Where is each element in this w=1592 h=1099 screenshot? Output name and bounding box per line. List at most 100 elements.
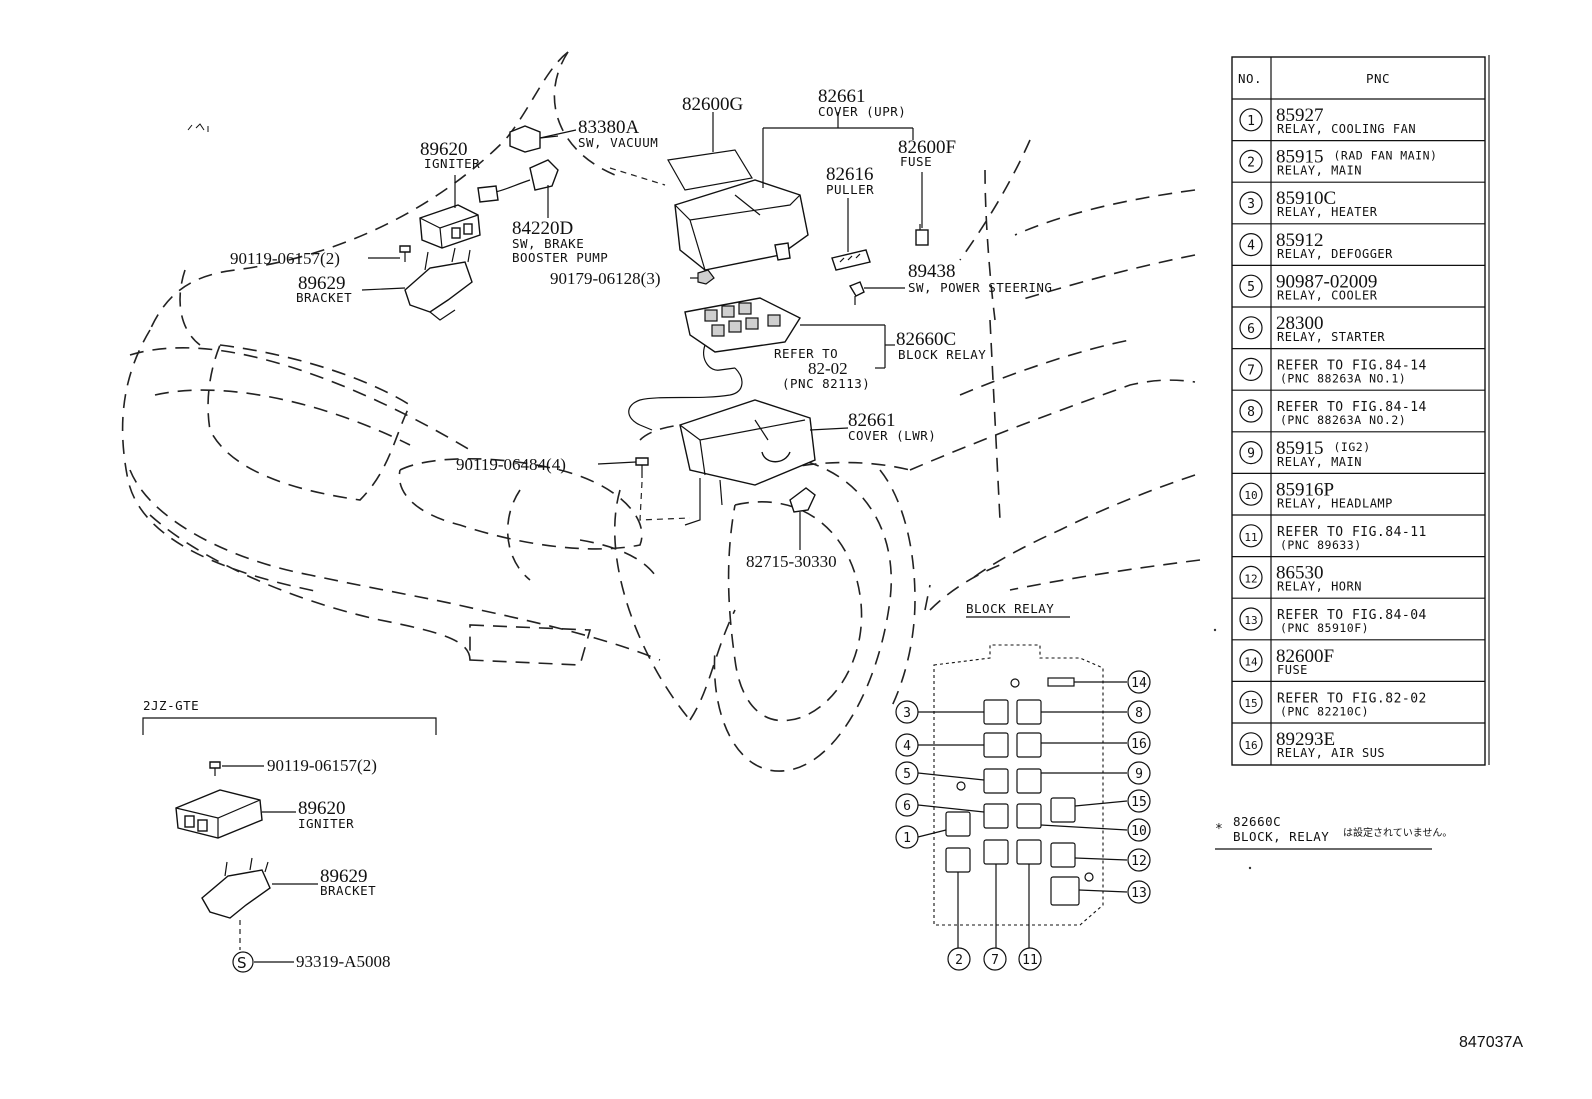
row-number: 16 (1244, 739, 1257, 752)
row-number-circle (1239, 441, 1263, 465)
refer-line-1: REFER TO (774, 346, 838, 361)
engine-variant-title: 2JZ-GTE (143, 698, 199, 713)
relay-box-upper-cover (674, 179, 809, 271)
row-pn: 85915 (1276, 438, 1324, 459)
table-header-no: NO. (1238, 71, 1262, 86)
desc-82616: PULLER (826, 182, 874, 197)
relay-slots (945, 699, 1080, 906)
row-number: 4 (1247, 239, 1255, 254)
pn-89629: 89629 (298, 273, 346, 294)
pn-89438: 89438 (908, 261, 956, 282)
row-pn: 85912 (1276, 230, 1324, 251)
row-ref-pnc: (PNC 82210C) (1280, 704, 1369, 718)
footnote-desc: BLOCK, RELAY (1233, 829, 1329, 844)
row-number-circle (1239, 482, 1263, 506)
row-desc: FUSE (1277, 663, 1308, 677)
slot-label-5: 5 (903, 767, 911, 782)
row-number: 10 (1244, 489, 1257, 502)
pn-82616: 82616 (826, 164, 874, 185)
row-ref: REFER TO FIG.84-14 (1277, 359, 1427, 374)
row-number: 12 (1244, 572, 1257, 585)
row-pn: 82600F (1276, 646, 1334, 667)
table-header-pnc: PNC (1366, 71, 1390, 86)
row-number-circle (1239, 732, 1263, 756)
desc-82660c: BLOCK RELAY (898, 347, 986, 362)
pn-82660c: 82660C (896, 329, 956, 350)
row-ref: REFER TO FIG.82-02 (1277, 691, 1427, 706)
row-ref: REFER TO FIG.84-04 (1277, 608, 1427, 623)
car-body-outline (121, 51, 1201, 772)
power-steering-switch (848, 281, 865, 305)
row-number: 11 (1244, 531, 1257, 544)
row-number: 8 (1247, 405, 1255, 420)
pn-90179-06128: 90179-06128(3) (550, 269, 660, 288)
desc-89620: IGNITER (424, 156, 480, 171)
row-desc: RELAY, MAIN (1277, 455, 1362, 469)
row-number-circle (1239, 690, 1263, 714)
refer-line-3: (PNC 82113) (782, 376, 870, 391)
pn-82600g: 82600G (682, 94, 744, 115)
slot-label-9: 9 (1135, 767, 1143, 782)
sub-pn-stud: 93319-A5008 (296, 952, 390, 971)
slot-label-7: 7 (991, 953, 999, 968)
slot-label-14: 14 (1131, 676, 1147, 691)
row-pn-note: (RAD FAN MAIN) (1334, 149, 1438, 163)
row-pn: 28300 (1276, 313, 1324, 334)
row-desc: RELAY, HEADLAMP (1277, 496, 1393, 510)
row-number: 7 (1247, 363, 1255, 378)
row-pn: 89293E (1276, 729, 1335, 750)
row-number: 13 (1244, 614, 1257, 627)
row-pn: 85915 (1276, 147, 1324, 168)
row-number: 15 (1244, 697, 1257, 710)
row-ref-pnc: (PNC 89633) (1280, 538, 1362, 552)
row-number: 5 (1247, 280, 1255, 295)
row-pn: 85927 (1276, 105, 1324, 126)
footnote: * 82660C BLOCK, RELAY は設定されていません。 (1215, 814, 1452, 850)
sub-desc-igniter: IGNITER (298, 816, 354, 831)
slot-label-11: 11 (1022, 953, 1038, 968)
sub-pn-igniter: 89620 (298, 798, 346, 819)
pn-90119-06484: 90119-06484(4) (456, 455, 566, 474)
row-number-circle (1239, 149, 1263, 173)
footnote-jp: は設定されていません。 (1343, 826, 1452, 839)
footnote-pn: 82660C (1233, 814, 1281, 829)
refer-line-2: 82-02 (808, 359, 848, 378)
callout-labels: 83380A SW, VACUUM 82600G 82661 COVER (UP… (230, 86, 1052, 571)
block-relay-assembly (628, 297, 802, 431)
relay-slot-leaders (917, 681, 1128, 948)
slot-label-13: 13 (1131, 886, 1147, 901)
relay-box-lower-cover (679, 399, 816, 526)
bolt-90119-06484 (635, 457, 691, 521)
engine-variant-box: 2JZ-GTE 90119-06157(2) 89620 IGNITER 896… (142, 698, 437, 973)
pn-83380a: 83380A (578, 117, 640, 138)
desc-84220d-2: BOOSTER PUMP (512, 250, 608, 265)
block-relay-layout: BLOCK RELAY (895, 601, 1151, 971)
row-desc: RELAY, COOLING FAN (1277, 122, 1416, 136)
scan-specks (187, 123, 1252, 870)
row-number: 9 (1247, 447, 1255, 462)
pn-84220d: 84220D (512, 218, 573, 239)
leader-lines (361, 112, 923, 550)
row-ref-pnc: (PNC 88263A NO.1) (1280, 372, 1406, 386)
fuse-puller (831, 249, 871, 271)
slot-label-10: 10 (1131, 824, 1147, 839)
row-desc: RELAY, HEATER (1277, 205, 1378, 219)
row-ref: REFER TO FIG.84-14 (1277, 400, 1427, 415)
row-desc: RELAY, DEFOGGER (1277, 247, 1393, 261)
bolt-90119-06157 (399, 245, 411, 262)
pn-82661-lwr: 82661 (848, 410, 896, 431)
row-number: 2 (1247, 155, 1255, 170)
sub-desc-bracket: BRACKET (320, 883, 376, 898)
row-number: 3 (1247, 197, 1255, 212)
row-desc: RELAY, AIR SUS (1277, 746, 1385, 760)
igniter (419, 204, 481, 249)
row-number: 1 (1247, 114, 1255, 129)
row-ref-pnc: (PNC 88263A NO.2) (1280, 413, 1406, 427)
igniter-bracket (404, 247, 473, 321)
pn-89620: 89620 (420, 139, 468, 160)
row-ref: REFER TO FIG.84-11 (1277, 525, 1427, 540)
label-sheet-82600g (609, 149, 753, 191)
